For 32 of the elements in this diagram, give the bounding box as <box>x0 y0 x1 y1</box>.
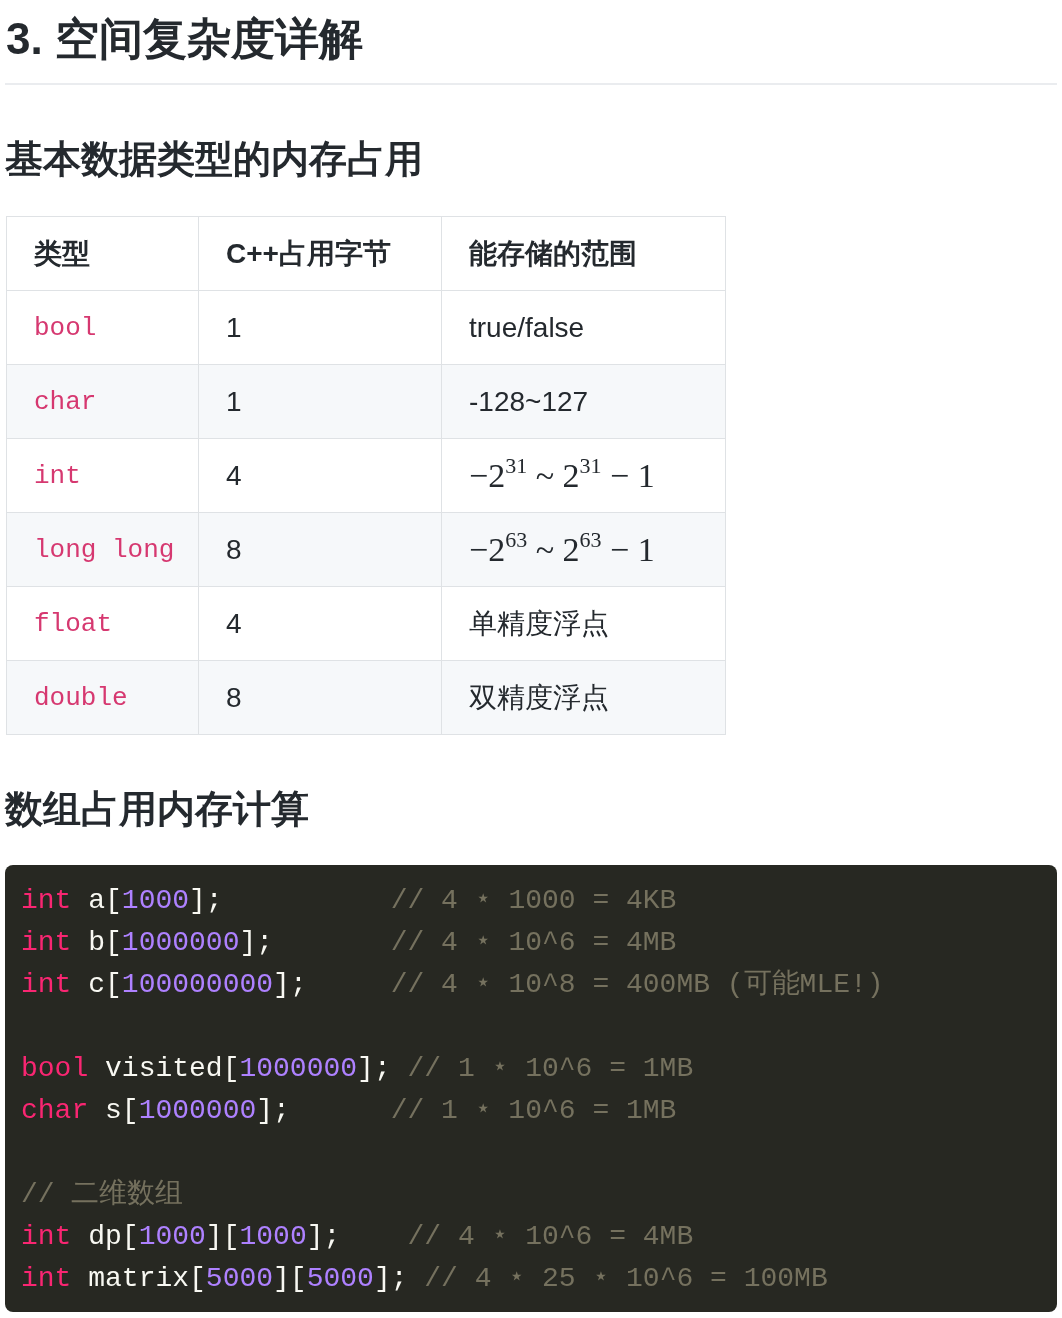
page-title: 3. 空间复杂度详解 <box>6 13 363 65</box>
value-range: 双精度浮点 <box>469 680 609 715</box>
code-line: bool visited[1000000]; // 1 ⋆ 10^6 = 1MB <box>21 1052 694 1086</box>
byte-size: 4 <box>226 607 242 640</box>
code-line: int c[100000000]; // 4 ⋆ 10^8 = 400MB (可能MLE!) <box>21 968 884 1002</box>
byte-size: 8 <box>226 681 242 714</box>
type-name: char <box>34 386 97 417</box>
type-name: bool <box>34 312 97 343</box>
value-range: 单精度浮点 <box>469 606 609 641</box>
type-name: float <box>34 608 112 639</box>
byte-size: 1 <box>226 311 242 344</box>
byte-size: 1 <box>226 385 242 418</box>
section-heading: 基本数据类型的内存占用 <box>5 137 423 182</box>
code-line: int dp[1000][1000]; // 4 ⋆ 10^6 = 4MB <box>21 1220 694 1254</box>
value-range: -128~127 <box>469 385 589 418</box>
type-name: double <box>34 682 128 713</box>
code-line: int matrix[5000][5000]; // 4 ⋆ 25 ⋆ 10^6 = 100MB <box>21 1262 828 1296</box>
code-line: char s[1000000]; // 1 ⋆ 10^6 = 1MB <box>21 1094 677 1128</box>
column-header: 能存储的范围 <box>469 236 637 271</box>
byte-size: 8 <box>226 533 242 566</box>
code-line: int a[1000]; // 4 ⋆ 1000 = 4KB <box>21 884 677 918</box>
code-line: int b[1000000]; // 4 ⋆ 10^6 = 4MB <box>21 926 677 960</box>
section-heading: 数组占用内存计算 <box>5 787 309 832</box>
type-name: int <box>34 460 81 491</box>
column-header: 类型 <box>34 236 90 271</box>
type-name: long long <box>34 534 175 565</box>
byte-size: 4 <box>226 459 242 492</box>
value-range: −2$^{63}$ ~ 2$^{63}$ − 1 <box>469 530 655 569</box>
value-range: true/false <box>469 311 585 344</box>
code-line: // 二维数组 <box>21 1178 184 1212</box>
column-header: C++占用字节 <box>226 236 391 271</box>
value-range: −2$^{31}$ ~ 2$^{31}$ − 1 <box>469 456 655 495</box>
